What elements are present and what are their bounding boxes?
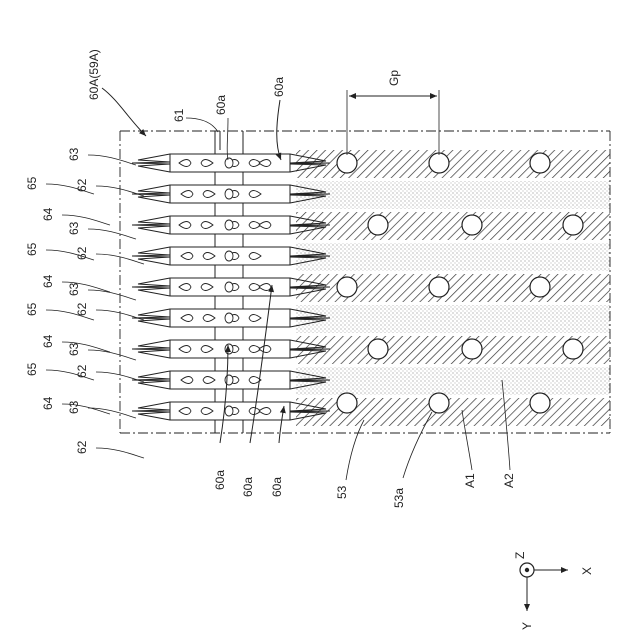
center-mark xyxy=(225,220,233,230)
callout-label: 64 xyxy=(41,207,55,221)
hole-53a xyxy=(530,277,550,297)
callout-label: 63 xyxy=(67,282,81,296)
callout-label: 64 xyxy=(41,396,55,410)
dotted-stripe-A2 xyxy=(296,305,610,333)
hole-53a xyxy=(530,153,550,173)
leader-60a-top-2 xyxy=(277,100,281,160)
callout-label: 64 xyxy=(41,274,55,288)
left-callouts: 636265646362656463626564636265646362 xyxy=(25,147,144,458)
label-60A: 60A(59A) xyxy=(87,49,101,100)
hole-53a xyxy=(530,393,550,413)
dotted-stripe-A2 xyxy=(296,367,610,395)
hole-53a xyxy=(337,277,357,297)
leader-60A xyxy=(102,88,146,136)
hole-53a xyxy=(563,339,583,359)
callout-leader xyxy=(88,229,136,239)
hole-53a xyxy=(429,277,449,297)
hole-53a xyxy=(337,153,357,173)
label-60a-bottom-1: 60a xyxy=(213,470,227,490)
label-Gp: Gp xyxy=(387,70,401,86)
coordinate-axes: Z X Y xyxy=(513,552,594,630)
callout-leader xyxy=(88,155,136,165)
hole-53a xyxy=(368,215,388,235)
leader-61 xyxy=(186,118,218,132)
callout-label: 63 xyxy=(67,147,81,161)
left-spike xyxy=(132,278,170,296)
callout-leader xyxy=(88,350,136,360)
center-mark xyxy=(225,313,233,323)
callout-label: 63 xyxy=(67,221,81,235)
callout-label: 65 xyxy=(25,176,39,190)
label-60a-bottom-3: 60a xyxy=(270,477,284,497)
callout-label: 62 xyxy=(75,364,89,378)
center-mark xyxy=(225,189,233,199)
center-mark xyxy=(225,344,233,354)
center-mark xyxy=(225,406,233,416)
callout-label: 62 xyxy=(75,440,89,454)
center-mark xyxy=(225,375,233,385)
callout-leader xyxy=(96,448,144,458)
callout-label: 65 xyxy=(25,362,39,376)
label-A2: A2 xyxy=(502,473,516,488)
callout-label: 62 xyxy=(75,178,89,192)
dotted-stripe-A2 xyxy=(296,243,610,271)
axis-x-label: X xyxy=(580,567,594,575)
label-A1: A1 xyxy=(463,473,477,488)
callout-label: 63 xyxy=(67,400,81,414)
hole-53a xyxy=(462,339,482,359)
center-mark xyxy=(225,282,233,292)
callout-label: 62 xyxy=(75,246,89,260)
callout-label: 65 xyxy=(25,302,39,316)
hole-53a xyxy=(462,215,482,235)
left-spike xyxy=(132,216,170,234)
callout-label: 62 xyxy=(75,302,89,316)
callout-label: 65 xyxy=(25,242,39,256)
label-61: 61 xyxy=(172,108,186,122)
blade-assembly xyxy=(132,154,330,420)
hole-53a xyxy=(429,393,449,413)
hole-53a xyxy=(368,339,388,359)
label-60a-top-1: 60a xyxy=(214,95,228,115)
center-mark xyxy=(225,158,233,168)
axis-z-label: Z xyxy=(513,552,527,559)
left-spike xyxy=(132,340,170,358)
center-mark xyxy=(225,251,233,261)
label-53: 53 xyxy=(335,485,349,499)
hole-53a xyxy=(563,215,583,235)
label-60a-top-2: 60a xyxy=(272,77,286,97)
label-60a-bottom-2: 60a xyxy=(241,477,255,497)
pitch-dimension: Gp xyxy=(347,70,439,155)
hole-53a xyxy=(337,393,357,413)
callout-leader xyxy=(88,290,136,300)
label-53a: 53a xyxy=(392,488,406,508)
left-spike xyxy=(132,154,170,172)
axis-y-label: Y xyxy=(520,622,534,630)
callout-label: 64 xyxy=(41,334,55,348)
hole-53a xyxy=(429,153,449,173)
dotted-stripe-A2 xyxy=(296,181,610,209)
left-spike xyxy=(132,402,170,420)
callout-label: 63 xyxy=(67,342,81,356)
